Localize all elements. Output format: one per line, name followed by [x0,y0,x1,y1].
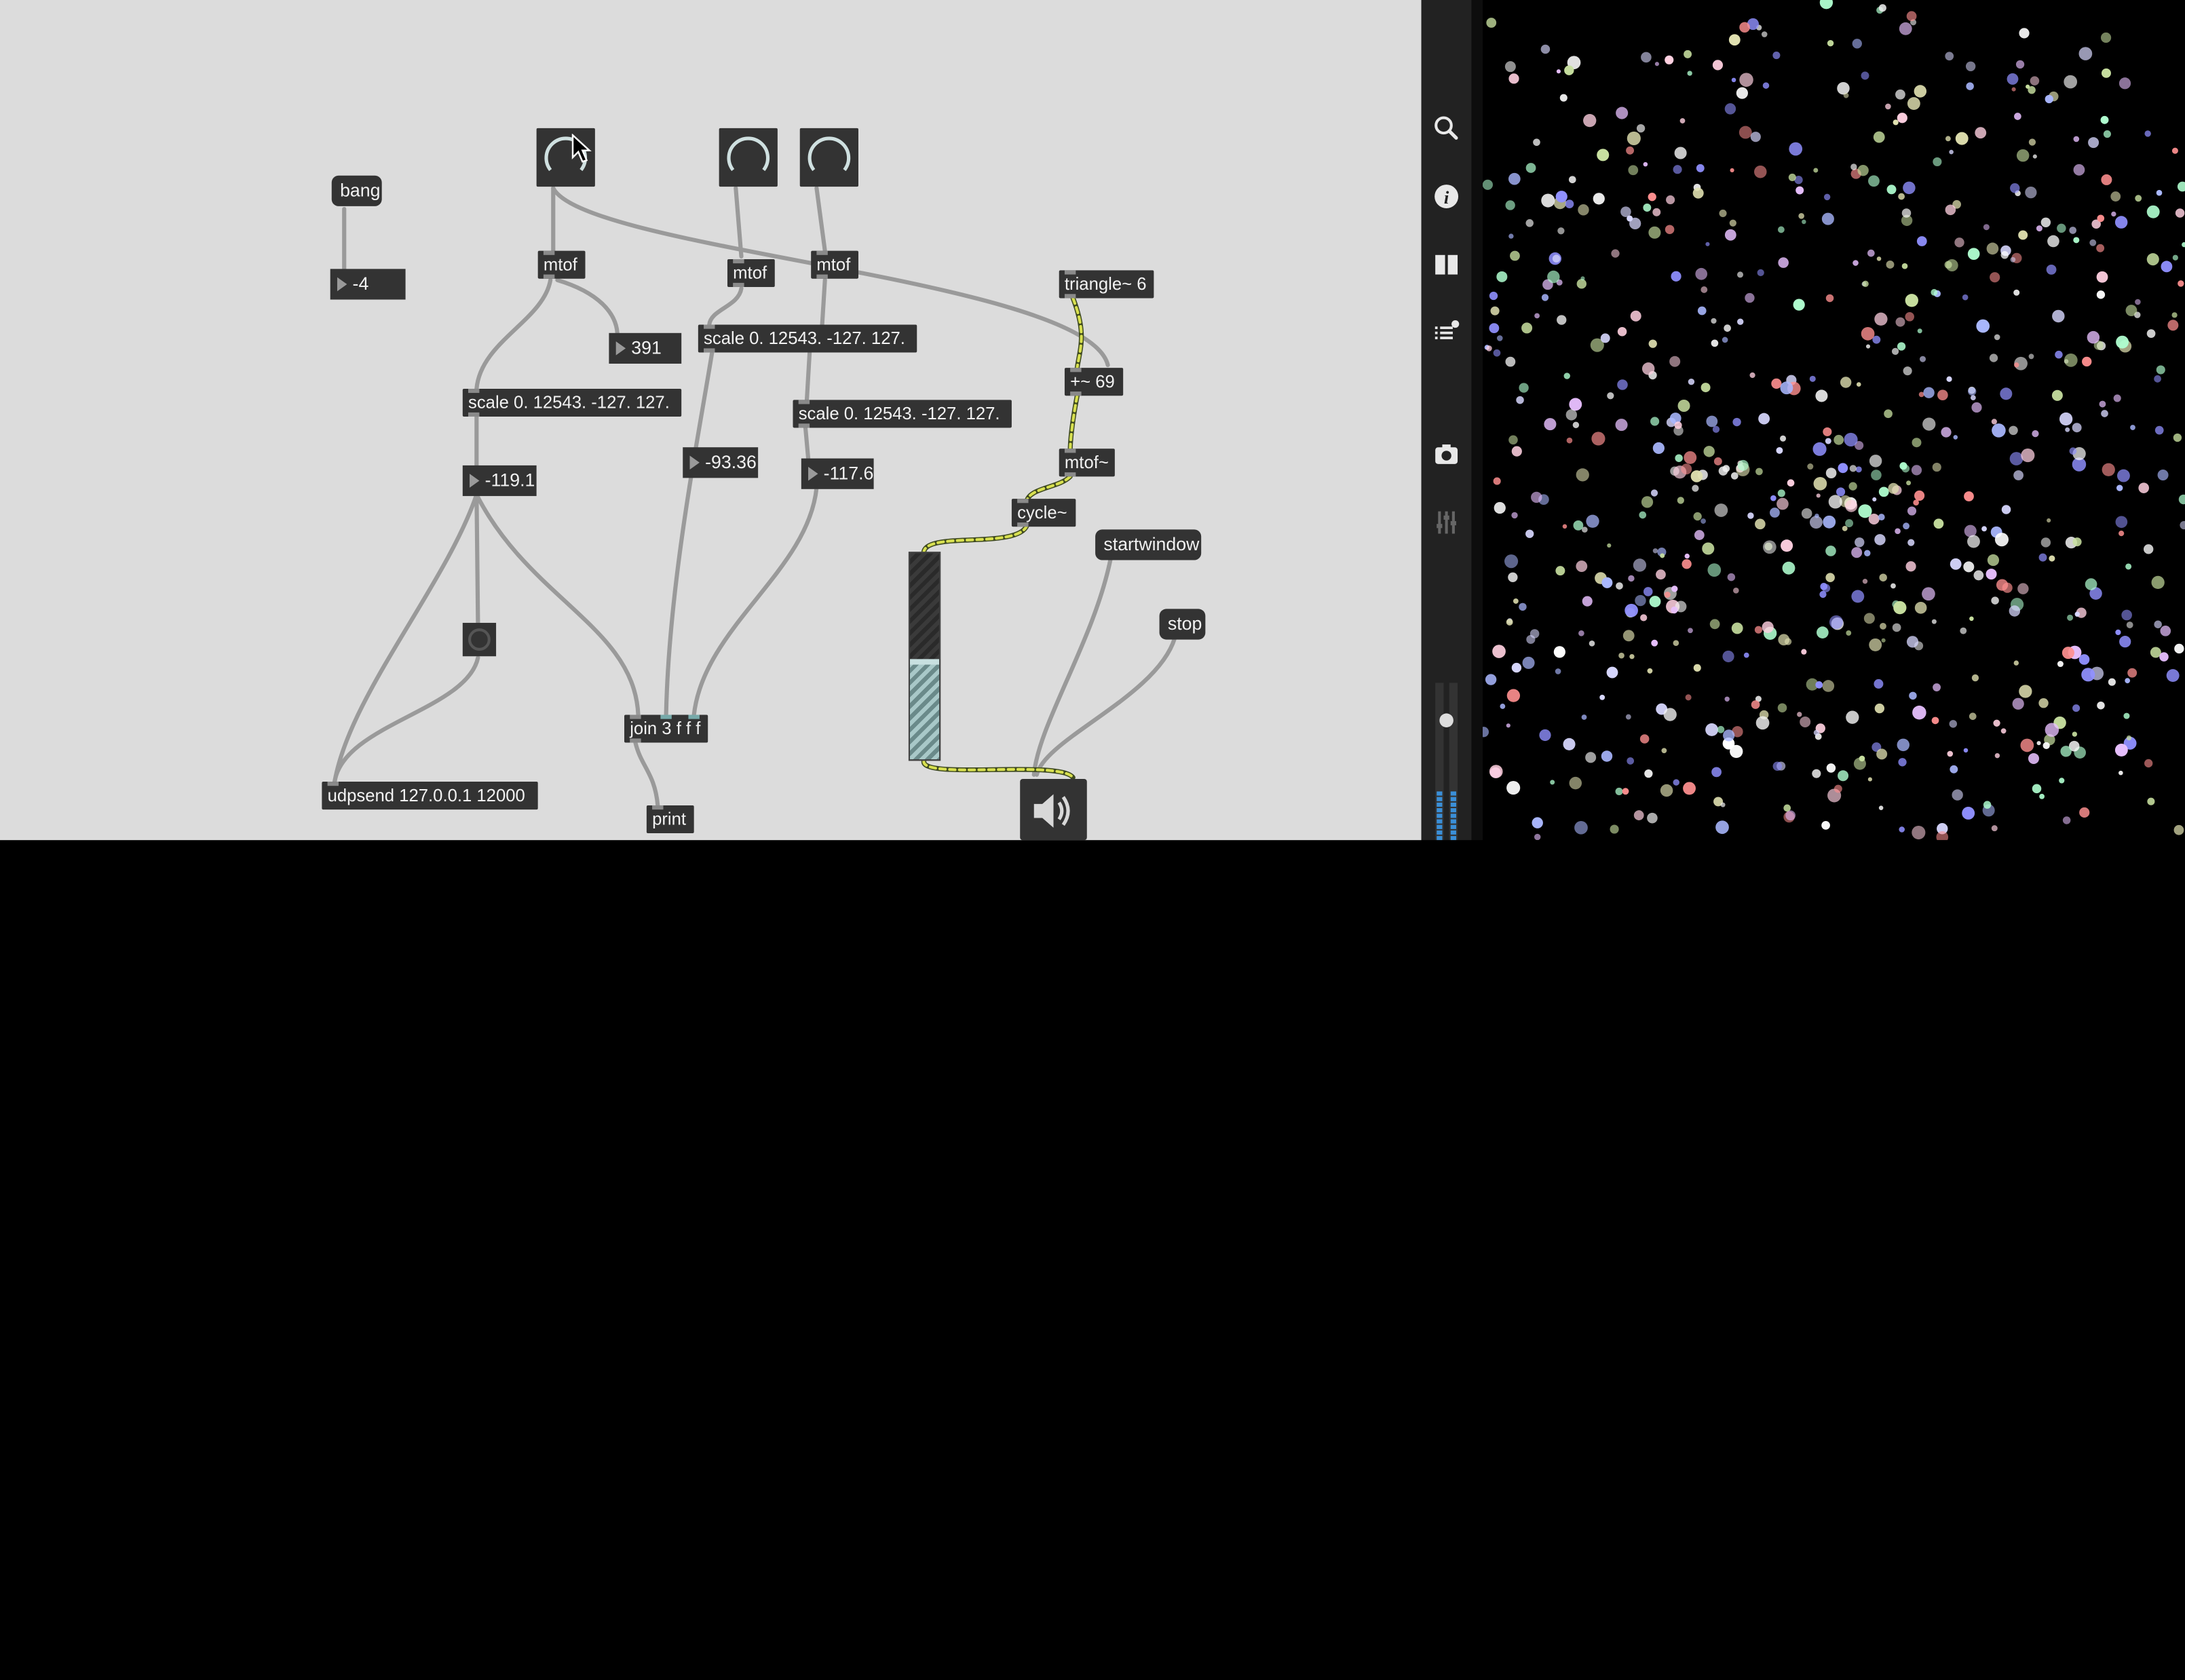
snapshot-icon[interactable] [1432,440,1460,468]
number-box-119[interactable]: -119.1 [462,465,537,497]
cable [803,425,811,461]
stop-message[interactable]: stop [1159,609,1206,640]
udpsend-object[interactable]: udpsend 127.0.0.1 12000 [322,782,538,810]
cable [474,492,480,626]
gain-slider[interactable] [908,552,941,761]
slider-empty [909,553,940,662]
mtof-signal-object[interactable]: mtof~ [1059,448,1115,477]
number-box-391[interactable]: 391 [609,332,682,364]
patcher-canvas[interactable]: bang -4 mtof mtof mtof 391 scale 0. 1254… [0,0,1422,841]
mixer-icon[interactable] [1432,509,1460,537]
scale-object-2[interactable]: scale 0. 12543. -127. 127. [698,324,917,353]
cable [707,286,744,327]
mtof-object-3[interactable]: mtof [811,250,858,279]
signal-cable [1069,394,1079,453]
volume-knob[interactable] [1439,713,1454,727]
slider-knob[interactable] [909,659,940,665]
scale-object-3[interactable]: scale 0. 12543. -127. 127. [793,400,1012,428]
right-sidebar [1421,0,1472,841]
dial-arc [727,136,770,172]
cable [691,485,819,717]
cable [474,492,641,717]
cable [474,278,553,392]
number-box-93[interactable]: -93.36 [683,447,759,478]
triangle-object[interactable]: triangle~ 6 [1059,270,1154,299]
dial-3[interactable] [799,128,858,187]
number-box-117[interactable]: -117.6 [801,458,874,489]
reference-icon[interactable] [1432,251,1460,279]
toggle-ring [468,628,491,651]
cable [664,350,715,717]
signal-cable [922,524,1029,556]
speaker-icon [1033,794,1070,828]
cable [1031,556,1113,777]
cable [820,278,827,327]
dial-2[interactable] [719,128,778,187]
cable [555,278,620,335]
cable [332,492,479,786]
scale-object-1[interactable]: scale 0. 12543. -127. 127. [462,388,682,417]
signal-cable [1025,475,1072,502]
console-icon[interactable] [1432,318,1460,345]
cable [734,186,744,259]
cable [633,740,660,808]
signal-cable [922,759,1075,779]
particle-field [1483,0,2185,841]
cable [804,350,812,402]
startwindow-message[interactable]: startwindow [1095,529,1202,560]
cycle-object[interactable]: cycle~ [1011,499,1076,527]
cable [1034,636,1177,777]
print-object[interactable]: print [646,805,694,834]
toggle[interactable] [462,622,497,657]
join-object[interactable]: join 3 f f f [624,714,708,743]
plus-signal-object[interactable]: +~ 69 [1064,368,1124,396]
sidebar-divider[interactable] [1471,0,1483,841]
cable [332,655,480,786]
audio-output-toggle[interactable] [1020,778,1087,841]
search-icon[interactable] [1432,114,1460,142]
mtof-object-1[interactable]: mtof [537,250,586,279]
render-window[interactable] [1483,0,2185,841]
dial-arc [808,136,851,172]
screen-below [0,840,2185,1680]
bang-message[interactable]: bang [331,175,382,206]
svg-text:i: i [1444,187,1449,208]
slider-fill [909,662,940,760]
mtof-object-2[interactable]: mtof [727,259,775,288]
patch-cables [332,186,1177,808]
mouse-cursor-icon [571,134,592,163]
level-meter[interactable] [1432,683,1460,841]
number-box-bang[interactable]: -4 [330,269,406,300]
cable [814,186,827,253]
signal-cable [1071,297,1083,370]
info-icon[interactable]: i [1432,183,1460,210]
